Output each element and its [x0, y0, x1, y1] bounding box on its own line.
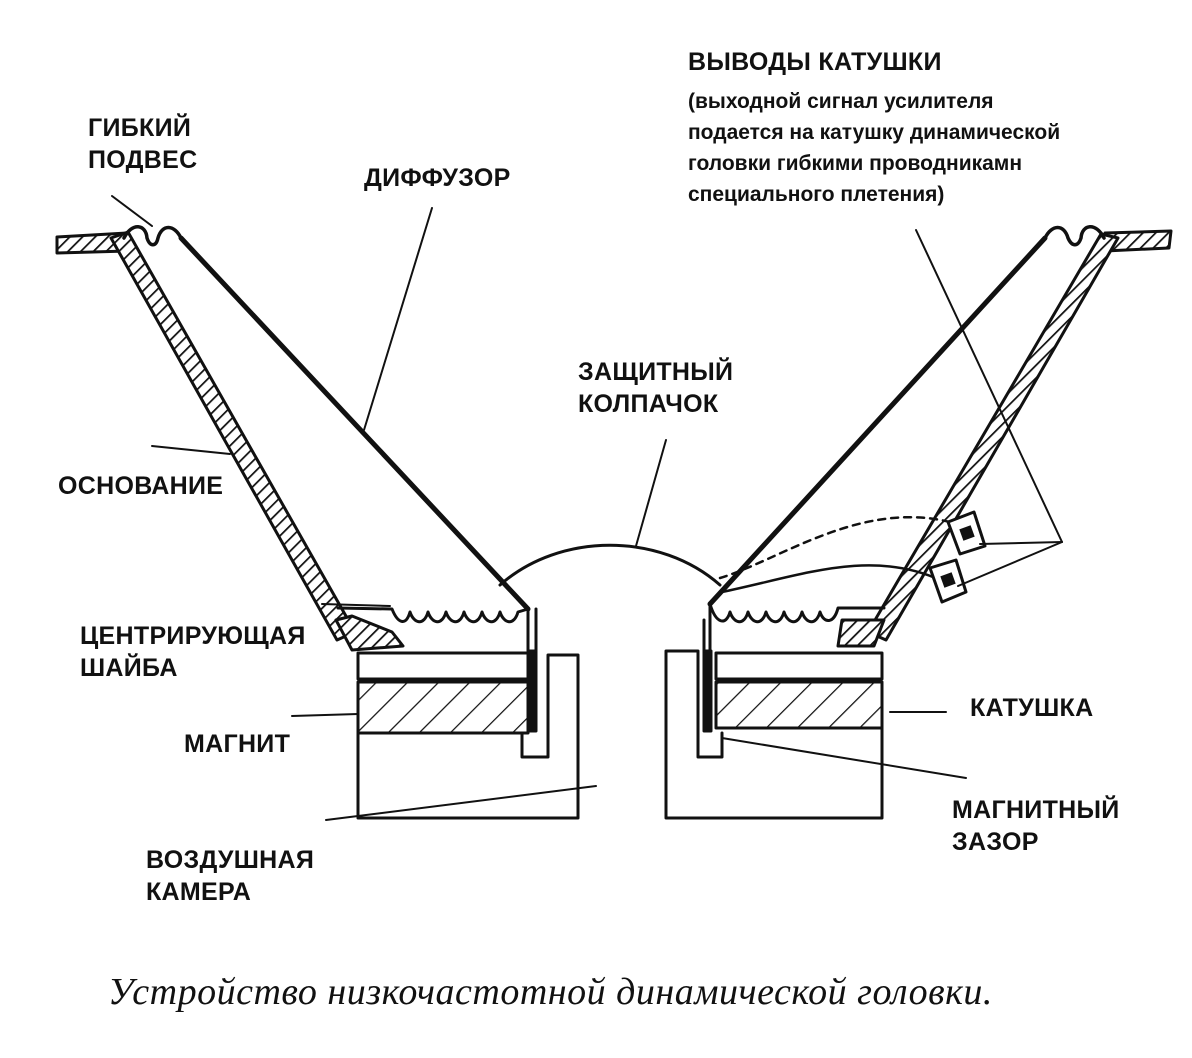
coil-terminals: [928, 510, 987, 604]
label-coil: КАТУШКА: [970, 694, 1094, 722]
dust-cap: [498, 543, 722, 587]
label-coil-leads-note: (выходной сигнал усилителя подается на к…: [688, 90, 1061, 206]
right-surround: [1043, 225, 1106, 247]
label-magnetic-gap: МАГНИТНЫЙ ЗАЗОР: [952, 796, 1120, 856]
right-magnet: [714, 680, 884, 730]
left-spider-hatch: [334, 614, 405, 652]
coil-lead-solid: [720, 564, 942, 594]
right-spider: [708, 602, 886, 624]
left-magnet: [356, 680, 530, 735]
label-basket: ОСНОВАНИЕ: [58, 472, 224, 500]
left-spider: [336, 606, 530, 624]
right-top-plate: [714, 651, 884, 681]
coil-lead-dashed: [718, 516, 952, 580]
left-voice-coil: [527, 649, 538, 733]
left-cone: [178, 235, 531, 612]
label-diffuser: ДИФФУЗОР: [364, 164, 511, 192]
label-dust-cap: ЗАЩИТНЫЙ КОЛПАЧОК: [578, 358, 734, 418]
right-back-plate: [664, 649, 884, 820]
right-cone: [707, 235, 1048, 607]
right-voice-coil: [702, 649, 713, 733]
right-spider-hatch: [836, 618, 886, 648]
label-coil-leads-title: ВЫВОДЫ КАТУШКИ: [688, 48, 942, 76]
leader-lines: [111, 195, 1063, 821]
left-top-plate: [356, 651, 530, 681]
right-basket-frame: [866, 232, 1120, 642]
left-back-plate: [356, 653, 580, 820]
label-magnet: МАГНИТ: [184, 730, 291, 758]
label-suspension: ГИБКИЙ ПОДВЕС: [88, 114, 198, 174]
left-surround: [122, 225, 183, 247]
label-spider: ЦЕНТРИРУЮЩАЯ ШАЙБА: [80, 622, 306, 682]
label-air-chamber: ВОЗДУШНАЯ КАМЕРА: [146, 846, 315, 906]
diagram-caption: Устройство низкочастотной динамической г…: [108, 971, 993, 1013]
